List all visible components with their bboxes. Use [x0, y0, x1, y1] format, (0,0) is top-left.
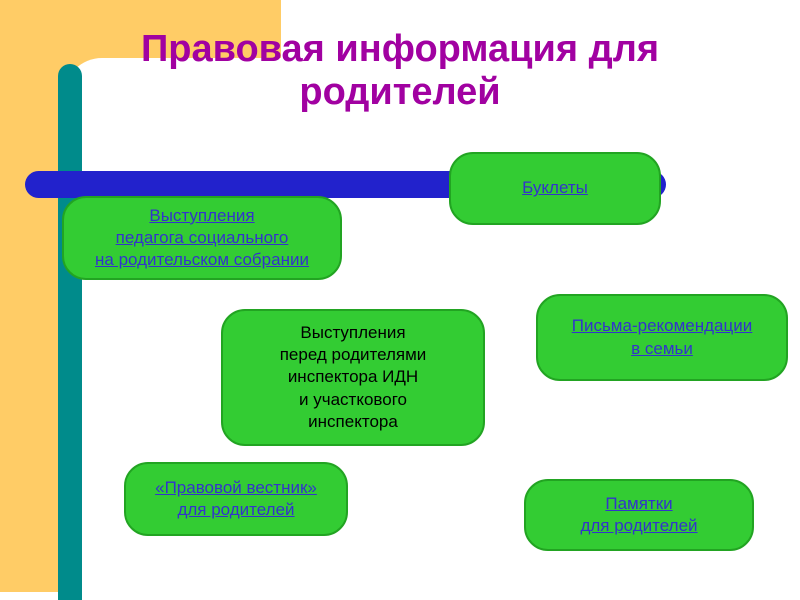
node-legal-bulletin-label: «Правовой вестник» для родителей	[155, 477, 317, 519]
node-legal-bulletin[interactable]: «Правовой вестник» для родителей	[124, 462, 348, 536]
node-social-teacher-speeches[interactable]: Выступления педагога социального на роди…	[62, 196, 342, 280]
node-booklets[interactable]: Буклеты	[449, 152, 661, 225]
node-booklets-label: Буклеты	[522, 178, 588, 198]
node-parent-memos-label: Памятки для родителей	[580, 493, 698, 535]
node-recommendation-letters[interactable]: Письма-рекомендации в семьи	[536, 294, 788, 381]
node-inspector-speeches: Выступления перед родителями инспектора …	[221, 309, 485, 446]
node-social-teacher-speeches-label: Выступления педагога социального на роди…	[95, 205, 309, 270]
node-recommendation-letters-label: Письма-рекомендации в семьи	[571, 316, 753, 358]
slide-title: Правовая информация для родителей	[140, 28, 660, 113]
node-parent-memos[interactable]: Памятки для родителей	[524, 479, 754, 551]
node-inspector-speeches-label: Выступления перед родителями инспектора …	[279, 323, 427, 431]
teal-accent-bar	[58, 64, 82, 600]
